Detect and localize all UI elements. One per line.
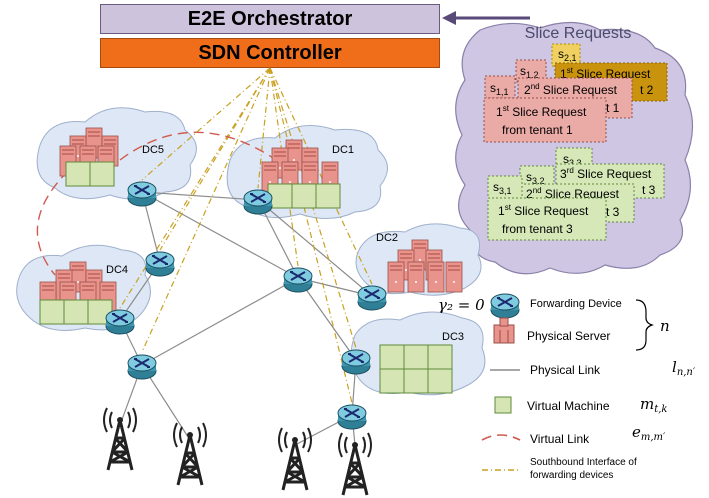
- sdn-controller-label: SDN Controller: [198, 41, 342, 64]
- slice-requests-title: Slice Requests: [525, 25, 632, 42]
- legend-virtual-link-line: [481, 434, 521, 441]
- legend: Forwarding Device Physical Server n Phys…: [481, 293, 696, 481]
- svg-text:s1,2: s1,2: [520, 64, 539, 80]
- legend-physical-link: Physical Link: [530, 363, 601, 377]
- dc3-servers: [379, 344, 453, 394]
- legend-server-icon: [493, 317, 515, 344]
- svg-text:s3,2: s3,2: [526, 170, 545, 186]
- legend-router-icon: [490, 293, 520, 319]
- tenant1-requests: s1,2 2nd Slice Request t 1 s1,1 1st Slic…: [483, 59, 633, 143]
- svg-text:from tenant 3: from tenant 3: [502, 222, 573, 236]
- brace-icon: [635, 299, 654, 351]
- gamma-label: γ₂ = 0: [438, 296, 485, 314]
- dc1-servers: [261, 139, 341, 209]
- e2e-orchestrator-label: E2E Orchestrator: [187, 7, 353, 30]
- svg-text:ln,n′: ln,n′: [672, 358, 696, 378]
- s21-label: s: [558, 47, 564, 61]
- arrow-icon: [442, 11, 456, 25]
- router-icon: [105, 181, 387, 430]
- legend-virtual-link: Virtual Link: [530, 432, 590, 446]
- t2-req-tail: t 2: [640, 83, 654, 97]
- svg-text:s1,1: s1,1: [490, 81, 509, 97]
- dc1-label: DC1: [332, 144, 354, 156]
- legend-brace-symbol: n: [660, 317, 670, 335]
- legend-physical-server: Physical Server: [527, 329, 610, 343]
- svg-text:from tenant 1: from tenant 1: [502, 123, 573, 137]
- legend-southbound-l2: forwarding devices: [530, 470, 613, 481]
- svg-text:3rd Slice Request: 3rd Slice Request: [560, 166, 652, 181]
- dc5-label: DC5: [142, 144, 164, 156]
- svg-text:1st Slice Request: 1st Slice Request: [498, 203, 589, 218]
- antenna-tower-icon: [102, 406, 373, 497]
- tenant3-requests: s3,3 3rd Slice Request t 3 s3,2 2nd Slic…: [487, 147, 665, 241]
- svg-text:2nd Slice Request: 2nd Slice Request: [524, 82, 618, 97]
- svg-text:t 3: t 3: [642, 183, 656, 197]
- dc4-servers: [39, 261, 117, 325]
- svg-text:t 1: t 1: [606, 101, 620, 115]
- legend-virtual-machine: Virtual Machine: [527, 399, 610, 413]
- svg-text:s3,3: s3,3: [563, 152, 582, 168]
- e2e-orchestrator-box: E2E Orchestrator: [100, 4, 440, 34]
- dc2-label: DC2: [376, 232, 398, 244]
- svg-text:mt,k: mt,k: [640, 395, 668, 415]
- svg-text:em,m′: em,m′: [632, 423, 666, 443]
- dc5-servers: [59, 127, 119, 187]
- svg-text:t 3: t 3: [606, 205, 620, 219]
- svg-text:s3,1: s3,1: [493, 180, 512, 196]
- svg-text:s2,1: s2,1: [558, 47, 577, 63]
- vm-icon: [494, 396, 512, 414]
- legend-forwarding-device: Forwarding Device: [530, 298, 622, 310]
- physical-links: [119, 191, 373, 446]
- legend-southbound-l1: Southbound Interface of: [530, 457, 637, 468]
- sdn-controller-box: SDN Controller: [100, 38, 440, 68]
- svg-text:1st Slice Request: 1st Slice Request: [496, 104, 587, 119]
- dc4-label: DC4: [106, 264, 128, 276]
- dc3-label: DC3: [442, 331, 464, 343]
